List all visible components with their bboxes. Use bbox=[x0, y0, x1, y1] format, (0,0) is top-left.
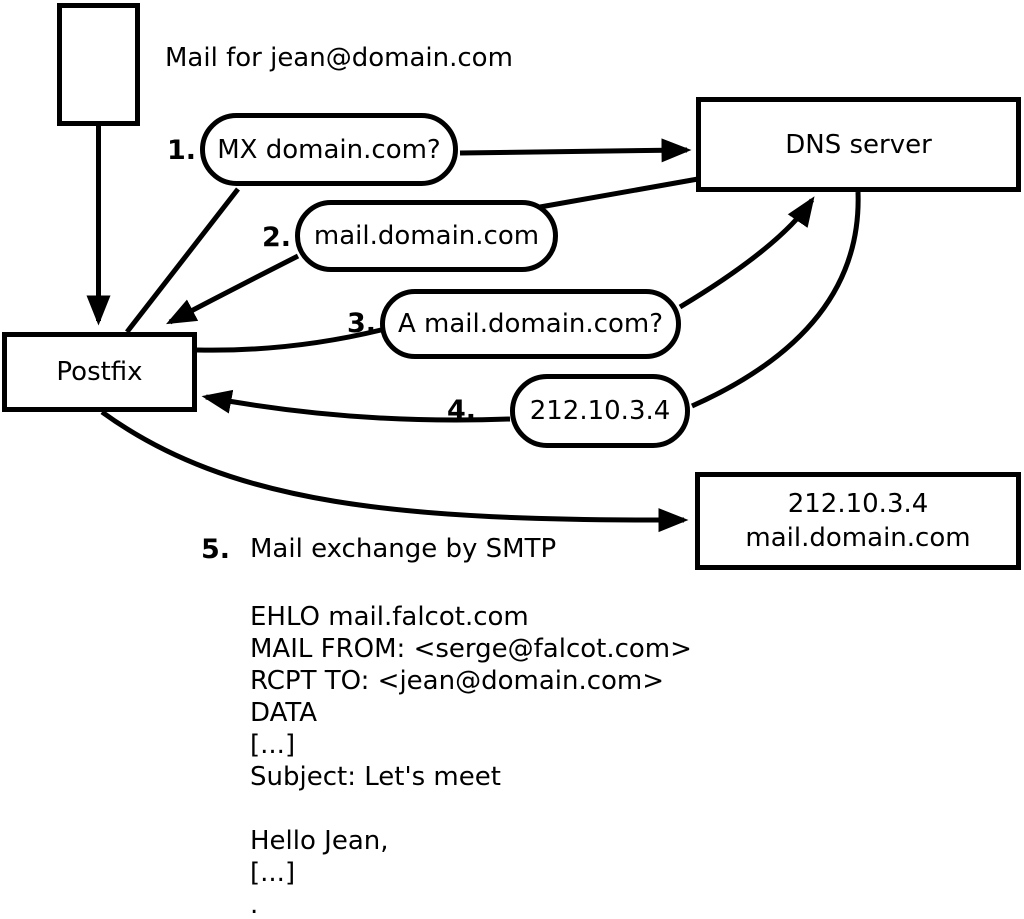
answer-pill-2: mail.domain.com bbox=[295, 200, 558, 272]
step-number-2: 2. bbox=[261, 222, 291, 253]
query-pill-1: MX domain.com? bbox=[200, 113, 458, 186]
smtp-session-text: EHLO mail.falcot.com MAIL FROM: <serge@f… bbox=[250, 601, 692, 919]
smtp-line: Hello Jean, bbox=[250, 826, 389, 856]
smtp-line: MAIL FROM: <serge@falcot.com> bbox=[250, 634, 692, 664]
answer-pill-4: 212.10.3.4 bbox=[510, 374, 690, 448]
step-number-1: 1. bbox=[166, 135, 196, 166]
step-number-3: 3. bbox=[346, 308, 376, 339]
mail-note-label: Mail for jean@domain.com bbox=[165, 43, 513, 73]
smtp-line: Subject: Let's meet bbox=[250, 762, 501, 792]
mail-server-hostname: mail.domain.com bbox=[745, 523, 971, 553]
smtp-line: . bbox=[250, 890, 259, 919]
mail-envelope-icon bbox=[57, 3, 140, 126]
line-dns-to-answer4 bbox=[690, 191, 861, 409]
arrow-answer2-to-postfix bbox=[166, 253, 300, 325]
line-dns-to-answer2 bbox=[539, 176, 699, 210]
step-5-label: Mail exchange by SMTP bbox=[250, 534, 557, 564]
step-number-5: 5. bbox=[200, 534, 230, 565]
dns-server-box: DNS server bbox=[696, 97, 1021, 192]
smtp-line: RCPT TO: <jean@domain.com> bbox=[250, 666, 665, 696]
mail-server-box: 212.10.3.4 mail.domain.com bbox=[695, 472, 1021, 570]
line-postfix-to-query3 bbox=[196, 327, 382, 353]
line-postfix-to-query1 bbox=[125, 187, 240, 334]
smtp-line: DATA bbox=[250, 698, 317, 728]
smtp-line: EHLO mail.falcot.com bbox=[250, 602, 529, 632]
arrow-answer4-to-postfix bbox=[201, 389, 511, 423]
arrow-postfix-to-mailserver bbox=[100, 409, 689, 533]
smtp-line: [...] bbox=[250, 858, 296, 888]
mail-server-ip: 212.10.3.4 bbox=[787, 489, 929, 519]
postfix-box: Postfix bbox=[2, 332, 197, 412]
smtp-line: [...] bbox=[250, 730, 296, 760]
step-number-4: 4. bbox=[446, 395, 476, 426]
smtp-line bbox=[250, 793, 692, 825]
arrow-query3-to-dns bbox=[678, 196, 815, 310]
arrow-query1-to-dns bbox=[459, 138, 692, 163]
query-pill-3: A mail.domain.com? bbox=[380, 289, 681, 359]
